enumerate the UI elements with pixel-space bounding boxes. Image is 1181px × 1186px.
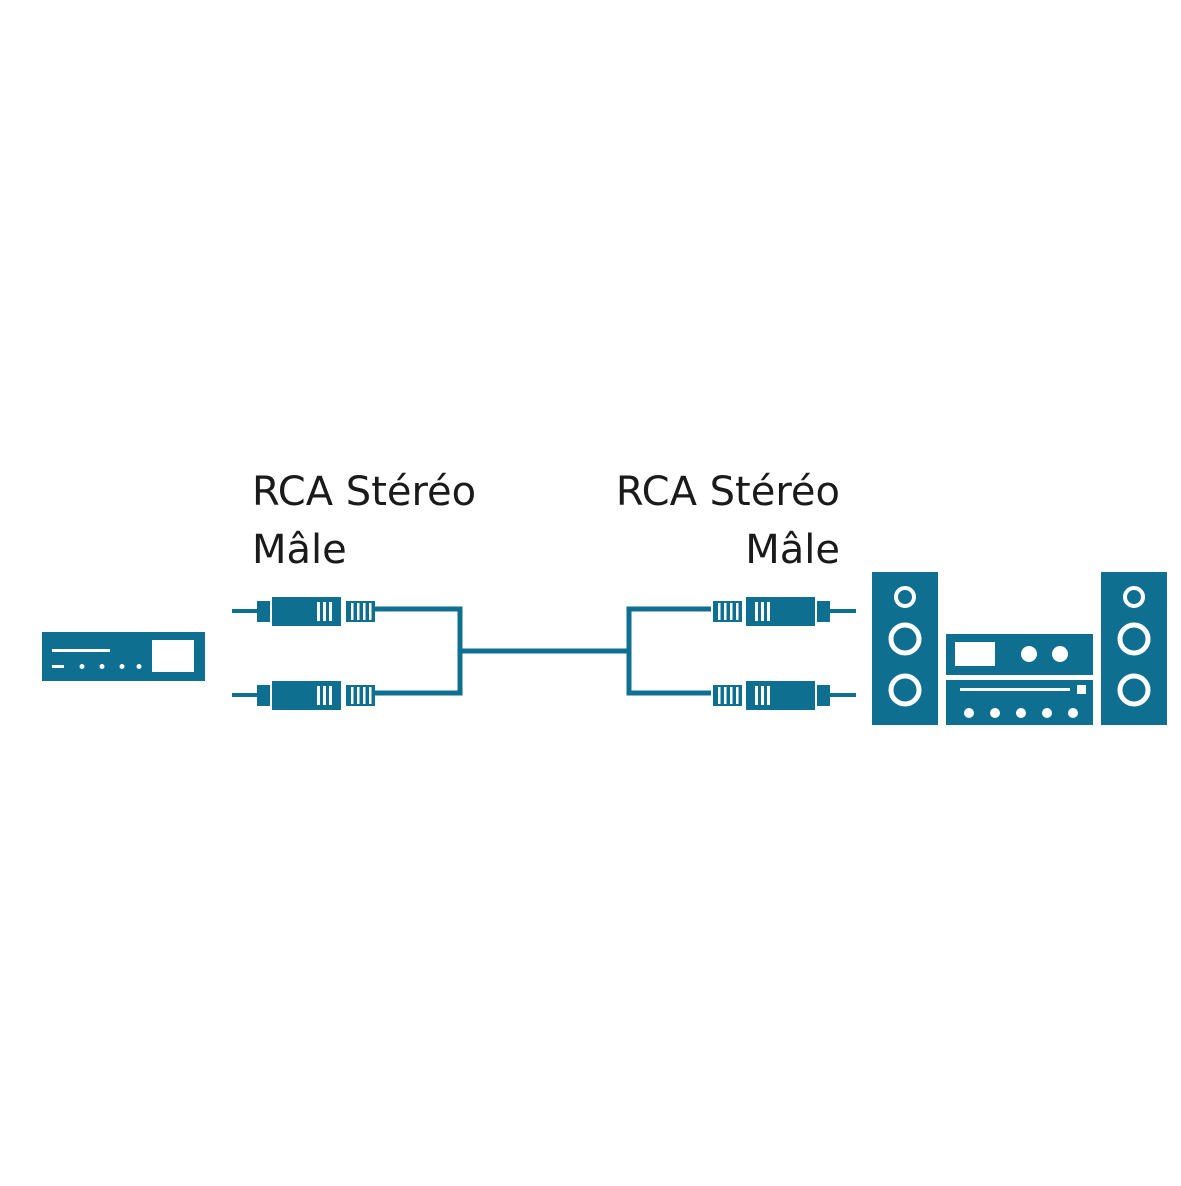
source-device-icon xyxy=(42,632,205,681)
left-rca-plug-bottom xyxy=(232,681,375,710)
right-rca-plug-bottom xyxy=(713,681,856,710)
amplifier-unit-icon xyxy=(946,680,1093,725)
left-speaker-icon xyxy=(872,572,938,725)
right-speaker-icon xyxy=(1101,572,1167,725)
rca-plug-icon xyxy=(232,681,375,710)
right-connector-label-line1: RCA Stéréo xyxy=(615,469,840,515)
left-connector-label-line2: Mâle xyxy=(252,527,347,573)
rca-plug-icon xyxy=(713,681,856,710)
left-connector-label: RCA Stéréo Mâle xyxy=(252,463,476,579)
left-rca-plug-top xyxy=(232,597,375,626)
left-connector-label-line1: RCA Stéréo xyxy=(252,469,477,515)
rca-plug-icon xyxy=(232,597,375,626)
right-connector-label: RCA Stéréo Mâle xyxy=(616,463,840,579)
hifi-stereo-system-icon xyxy=(872,572,1167,725)
tuner-unit-icon xyxy=(946,634,1093,675)
rca-plug-icon xyxy=(713,597,856,626)
right-rca-plug-top xyxy=(713,597,856,626)
cable-line xyxy=(375,606,711,696)
right-connector-label-line2: Mâle xyxy=(745,527,840,573)
